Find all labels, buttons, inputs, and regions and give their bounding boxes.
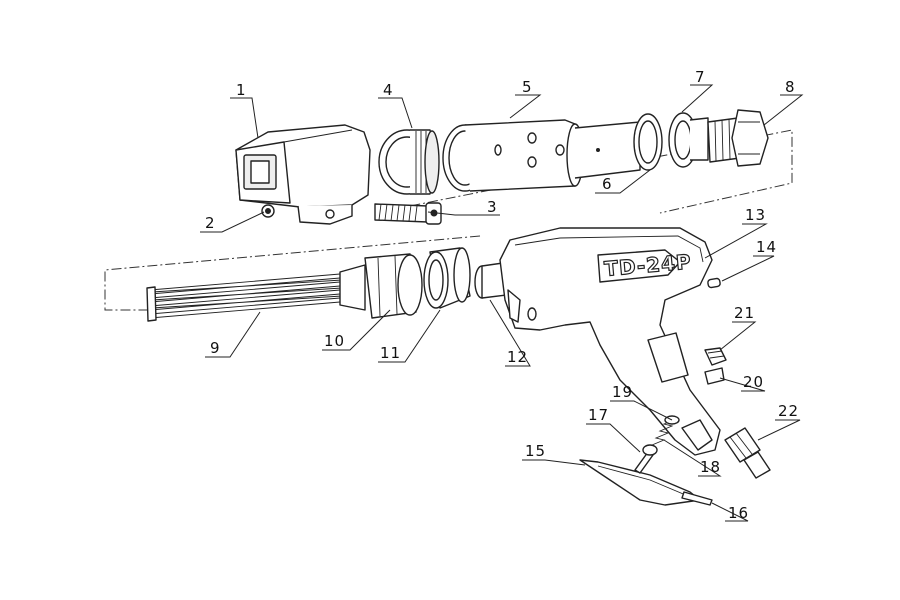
callout-16: 16 xyxy=(728,504,749,522)
callout-11: 11 xyxy=(380,344,401,362)
part-5-cylinder xyxy=(442,119,641,192)
callout-12: 12 xyxy=(507,348,528,366)
part-22-hose-connector xyxy=(724,427,771,479)
part-17-valve-stem xyxy=(634,444,658,474)
callout-22: 22 xyxy=(778,402,799,420)
part-18-spring xyxy=(651,418,677,446)
part-8-end-nut xyxy=(707,109,769,167)
callout-3: 3 xyxy=(487,198,498,216)
callout-9: 9 xyxy=(210,339,221,357)
callout-8: 8 xyxy=(785,78,796,96)
callout-20: 20 xyxy=(743,373,764,391)
callout-2: 2 xyxy=(205,214,216,232)
part-1-front-housing xyxy=(235,124,371,225)
part-20-fitting xyxy=(704,367,725,385)
callout-19: 19 xyxy=(612,383,633,401)
callout-leaders xyxy=(200,84,804,522)
part-6-ring xyxy=(633,113,663,171)
part-21-fitting xyxy=(704,347,727,366)
callout-5: 5 xyxy=(522,78,533,96)
callout-1: 1 xyxy=(236,81,247,99)
callout-18: 18 xyxy=(700,458,721,476)
part-4-knurled-ring xyxy=(378,129,440,195)
part-7-ring xyxy=(668,112,709,168)
part-16-trigger-pin xyxy=(681,491,713,506)
part-10-needle-holder xyxy=(339,253,423,319)
part-11-sleeve xyxy=(423,247,471,309)
callout-4: 4 xyxy=(383,81,394,99)
part-9-needle-bundle xyxy=(146,273,343,322)
callout-10: 10 xyxy=(324,332,345,350)
callout-17: 17 xyxy=(588,406,609,424)
part-14-pin xyxy=(707,277,721,289)
callout-labels: 1 2 3 4 5 6 7 8 9 10 11 12 13 14 15 16 1… xyxy=(205,68,799,522)
part-13-handle-body: TD-24P xyxy=(499,227,721,456)
callout-13: 13 xyxy=(745,206,766,224)
callout-15: 15 xyxy=(525,442,546,460)
callout-7: 7 xyxy=(695,68,706,86)
callout-14: 14 xyxy=(756,238,777,256)
callout-21: 21 xyxy=(734,304,755,322)
callout-6: 6 xyxy=(602,175,613,193)
part-3-bolt xyxy=(374,202,442,225)
